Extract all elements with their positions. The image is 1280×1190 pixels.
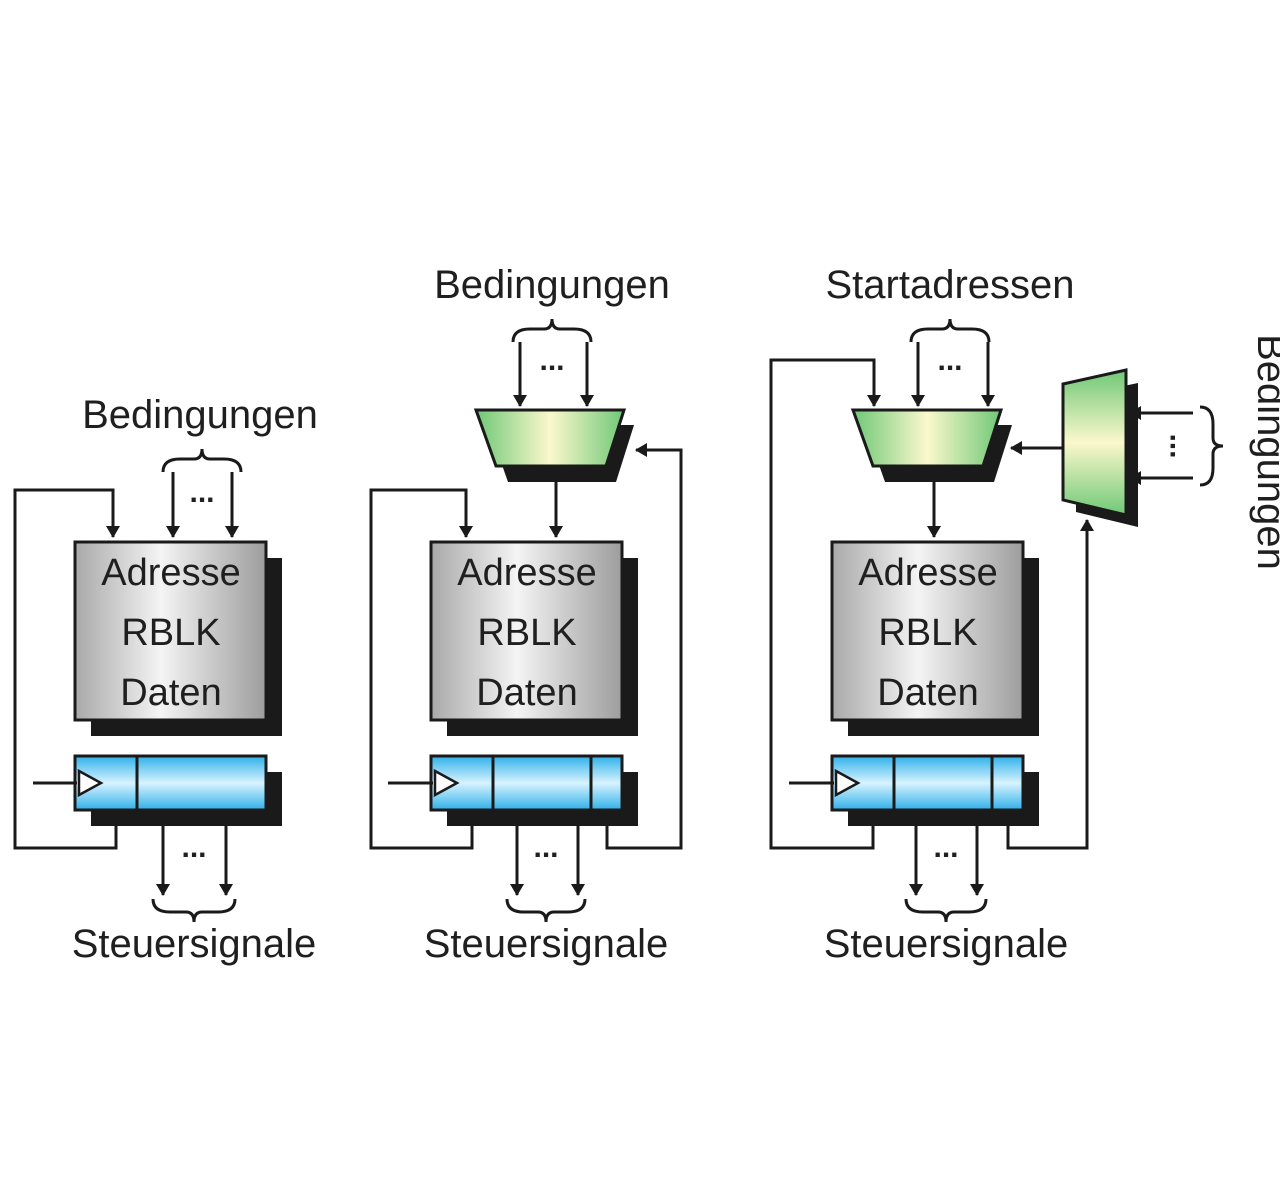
rom-data-label: Daten [120,672,221,714]
control-signals-label: Steuersignale [424,922,669,966]
conditions-brace [161,448,243,473]
conditions-label: Bedingungen [434,263,670,307]
pipeline-register [429,754,624,812]
control-ellipsis: ... [933,831,958,864]
panel-2: Bedingungen ... Adresse RBLK Daten ... S… [369,263,683,966]
pipeline-register [73,754,268,812]
rom-block [73,540,268,722]
control-signals-label: Steuersignale [824,922,1069,966]
control-ellipsis: ... [181,831,206,864]
conditions-ellipsis: ... [539,344,564,377]
start-addresses-label: Startadressen [825,263,1074,307]
rom-rblk-label: RBLK [477,612,576,654]
control-brace [904,898,988,923]
conditions-label: Bedingungen [82,393,318,437]
rom-rblk-label: RBLK [121,612,220,654]
conditions-brace [511,318,593,343]
clock-triangle-icon [433,768,460,798]
mux-select-feedback-line [605,443,683,850]
start-addresses-brace [909,318,991,343]
conditions-label: Bedingungen [1249,334,1280,570]
control-signals-label: Steuersignale [72,922,317,966]
rom-block [429,540,624,722]
control-brace [151,898,237,923]
rom-block [830,540,1025,722]
conditions-ellipsis: ... [189,476,214,509]
panel-3: Startadressen ... ... Bedingungen Adress… [769,263,1280,966]
clock-triangle-icon [77,768,104,798]
condition-multiplexer [473,408,627,468]
address-feedback-line [369,488,474,850]
control-ellipsis: ... [533,831,558,864]
conditions-brace [1199,405,1224,487]
rom-data-label: Daten [476,672,577,714]
rom-address-label: Adresse [858,552,997,594]
panel-1: Bedingungen ... Adresse RBLK Daten ... S… [13,393,318,966]
rom-data-label: Daten [877,672,978,714]
control-brace [505,898,587,923]
address-multiplexer [850,408,1004,468]
conditions-ellipsis: ... [1149,433,1182,458]
clock-triangle-icon [834,768,861,798]
pipeline-register [830,754,1025,812]
mux-select-feedback-line [1006,519,1094,850]
address-feedback-line [13,488,120,850]
rom-address-label: Adresse [457,552,596,594]
start-addresses-ellipsis: ... [937,344,962,377]
address-feedback-line [769,358,881,850]
rom-rblk-label: RBLK [878,612,977,654]
condition-multiplexer [1061,368,1128,517]
rom-address-label: Adresse [101,552,240,594]
